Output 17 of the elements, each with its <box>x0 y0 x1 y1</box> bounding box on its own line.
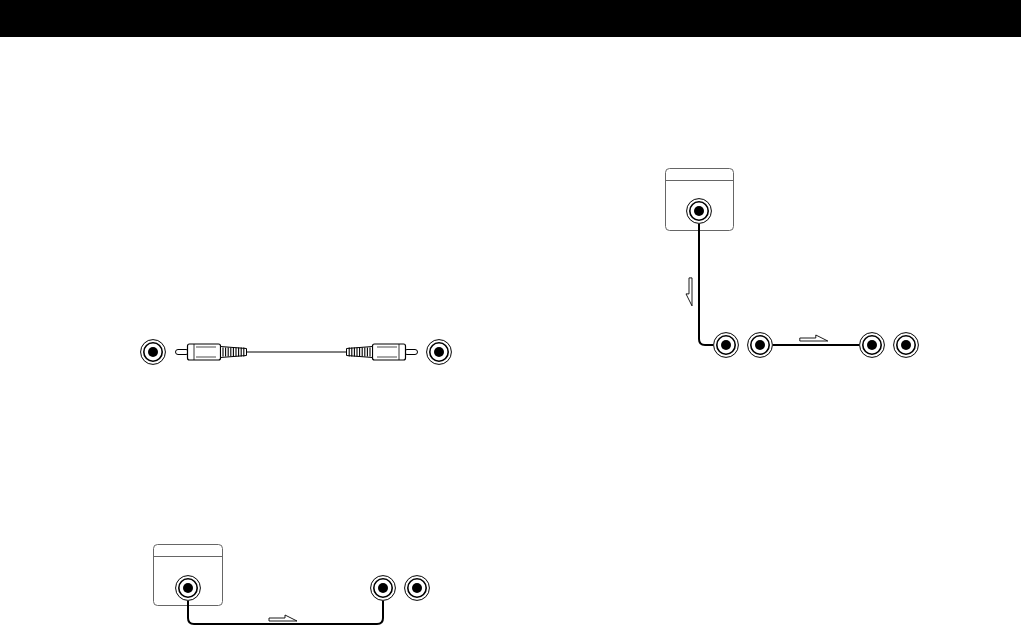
direction-arrow <box>685 277 693 307</box>
jack-socket <box>175 575 201 601</box>
jack-socket <box>713 332 739 358</box>
jack-socket <box>404 575 430 601</box>
panel-box <box>665 168 734 231</box>
jack-socket <box>747 332 773 358</box>
jack-socket <box>370 575 396 601</box>
panel-box <box>153 544 223 606</box>
direction-arrow <box>268 614 298 622</box>
jack-socket <box>426 339 452 365</box>
jack-socket <box>893 332 919 358</box>
cable-line <box>772 344 860 346</box>
jack-socket <box>859 332 885 358</box>
jack-socket <box>140 339 166 365</box>
jack-socket <box>686 198 712 224</box>
cable-line <box>187 600 384 625</box>
direction-arrow <box>799 334 829 342</box>
